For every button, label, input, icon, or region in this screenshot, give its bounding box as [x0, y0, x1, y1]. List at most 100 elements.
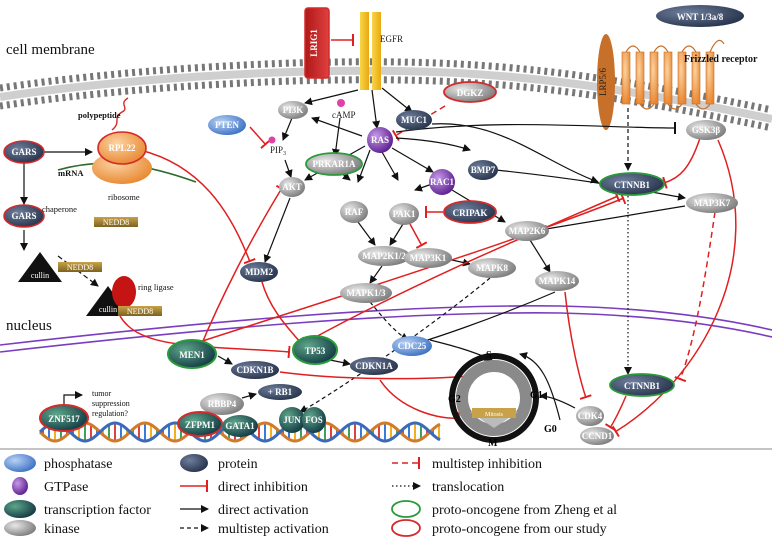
- svg-text:MEN1: MEN1: [179, 350, 205, 360]
- svg-text:G2: G2: [448, 394, 461, 405]
- mdm2-node: MDM2: [240, 262, 278, 282]
- svg-text:PTEN: PTEN: [215, 120, 240, 130]
- svg-text:proto-oncogene from our study: proto-oncogene from our study: [432, 522, 607, 537]
- men1-node: MEN1: [167, 339, 217, 369]
- cdc25-node: CDC25: [392, 336, 432, 356]
- svg-text:Interphase: Interphase: [482, 381, 507, 387]
- svg-text:CDKN1B: CDKN1B: [236, 365, 273, 375]
- raf-node: RAF: [340, 201, 368, 223]
- svg-text:transcription factor: transcription factor: [44, 503, 151, 518]
- svg-text:GTPase: GTPase: [44, 480, 88, 495]
- lrig1-node: LRIG1: [304, 7, 330, 79]
- rb1-node: + RB1: [258, 384, 302, 400]
- svg-text:PIP3: PIP3: [270, 145, 286, 157]
- rac1-node: RAC1: [429, 169, 455, 195]
- svg-text:MAPK1/3: MAPK1/3: [347, 288, 386, 298]
- svg-text:MAP2K6: MAP2K6: [509, 226, 546, 236]
- cripak-node: CRIPAK: [443, 200, 497, 224]
- dgkz-node: DGKZ: [443, 81, 497, 103]
- svg-text:NEDD8: NEDD8: [67, 263, 93, 272]
- svg-text:proto-oncogene from Zheng et a: proto-oncogene from Zheng et al: [432, 503, 617, 518]
- legend-zheng: proto-oncogene from Zheng et al: [391, 500, 617, 518]
- frizzled-receptor: LRP5/6 Frizzled receptor: [597, 34, 758, 130]
- svg-text:RBBP4: RBBP4: [208, 399, 237, 409]
- svg-text:CTNNB1: CTNNB1: [614, 180, 651, 190]
- akt-node: AKT: [279, 177, 305, 197]
- svg-text:+ RB1: + RB1: [268, 387, 293, 397]
- legend-tf: transcription factor: [4, 500, 151, 518]
- chaperone-label: chaperone: [42, 204, 77, 214]
- nedd8-a: NEDD8: [94, 217, 138, 227]
- svg-text:phosphatase: phosphatase: [44, 457, 112, 472]
- svg-text:MUC1: MUC1: [401, 115, 427, 125]
- legend: phosphatase GTPase transcription factor …: [0, 448, 772, 537]
- svg-text:Mitosis: Mitosis: [485, 412, 504, 418]
- svg-text:MAPK14: MAPK14: [539, 276, 576, 286]
- svg-text:FOS: FOS: [305, 415, 323, 425]
- muc1-node: MUC1: [396, 110, 432, 130]
- svg-text:LRIG1: LRIG1: [309, 29, 319, 57]
- svg-text:ring ligase: ring ligase: [138, 282, 174, 292]
- svg-text:JUN: JUN: [283, 415, 301, 425]
- svg-text:DGKZ: DGKZ: [457, 88, 484, 98]
- cullin-1: cullin NEDD8: [18, 252, 102, 282]
- dna-strand: [38, 421, 441, 443]
- svg-text:Frizzled receptor: Frizzled receptor: [684, 54, 758, 65]
- svg-text:direct inhibition: direct inhibition: [218, 480, 308, 495]
- svg-text:RAC1: RAC1: [430, 177, 454, 187]
- legend-direct-inhibition: direct inhibition: [180, 480, 308, 495]
- cell-cycle: Mitosis Interphase S G1 G2 M G0: [448, 350, 557, 449]
- prkar1a-node: PRKAR1A: [305, 152, 363, 176]
- svg-text:MDM2: MDM2: [245, 267, 273, 277]
- svg-text:GATA1: GATA1: [225, 421, 255, 431]
- svg-text:multistep inhibition: multistep inhibition: [432, 457, 542, 472]
- legend-direct-activation: direct activation: [180, 503, 309, 518]
- nucleus-label: nucleus: [6, 318, 52, 334]
- gars-node-1: GARS: [3, 140, 45, 164]
- legend-phosphatase: phosphatase: [4, 454, 112, 472]
- egfr-node: EGFR: [360, 12, 403, 90]
- map2k6-node: MAP2K6: [505, 221, 549, 241]
- legend-ours: proto-oncogene from our study: [391, 519, 607, 537]
- svg-text:protein: protein: [218, 457, 258, 472]
- tp53-node: TP53: [292, 335, 338, 365]
- mapk14-node: MAPK14: [535, 271, 579, 291]
- ctnnb1-nuclear-node: CTNNB1: [609, 373, 675, 397]
- nuclear-membrane: [0, 305, 772, 353]
- svg-text:MAP3K7: MAP3K7: [694, 198, 731, 208]
- pak1-node: PAK1: [389, 203, 419, 225]
- legend-multistep-inhibition: multistep inhibition: [392, 457, 542, 472]
- map2k12-node: MAP2K1/2: [358, 246, 410, 266]
- wnt-node: WNT 1/3a/8: [656, 5, 744, 27]
- svg-text:multistep activation: multistep activation: [218, 522, 329, 537]
- svg-text:CCND1: CCND1: [582, 431, 613, 441]
- svg-text:NEDD8: NEDD8: [103, 218, 129, 227]
- svg-text:BMP7: BMP7: [471, 165, 496, 175]
- znf517-node: ZNF517: [39, 404, 89, 432]
- svg-text:AKT: AKT: [282, 182, 302, 192]
- svg-text:cAMP: cAMP: [332, 110, 356, 120]
- svg-text:MAP2K1/2: MAP2K1/2: [362, 251, 406, 261]
- svg-text:kinase: kinase: [44, 522, 80, 537]
- gsk3b-node: GSK3β: [686, 120, 726, 140]
- svg-text:translocation: translocation: [432, 480, 504, 495]
- svg-text:TP53: TP53: [305, 346, 326, 356]
- svg-text:polypeptide: polypeptide: [78, 110, 121, 120]
- membrane-label: cell membrane: [6, 42, 95, 58]
- pip3-node: PIP3: [268, 136, 286, 157]
- cullin-2: cullin NEDD8 ring ligase: [86, 276, 174, 316]
- legend-protein: protein: [180, 454, 258, 472]
- svg-text:ZNF517: ZNF517: [48, 414, 80, 424]
- svg-text:ribosome: ribosome: [108, 192, 140, 202]
- legend-kinase: kinase: [4, 520, 80, 537]
- svg-text:CDC25: CDC25: [398, 341, 427, 351]
- legend-gtpase: GTPase: [12, 477, 88, 495]
- mapk13-node: MAPK1/3: [340, 283, 392, 303]
- rbbp4-node: RBBP4: [200, 393, 244, 415]
- ras-node: RAS: [367, 127, 393, 153]
- cdk4-node: CDK4: [576, 406, 604, 426]
- svg-text:LRP5/6: LRP5/6: [598, 68, 608, 97]
